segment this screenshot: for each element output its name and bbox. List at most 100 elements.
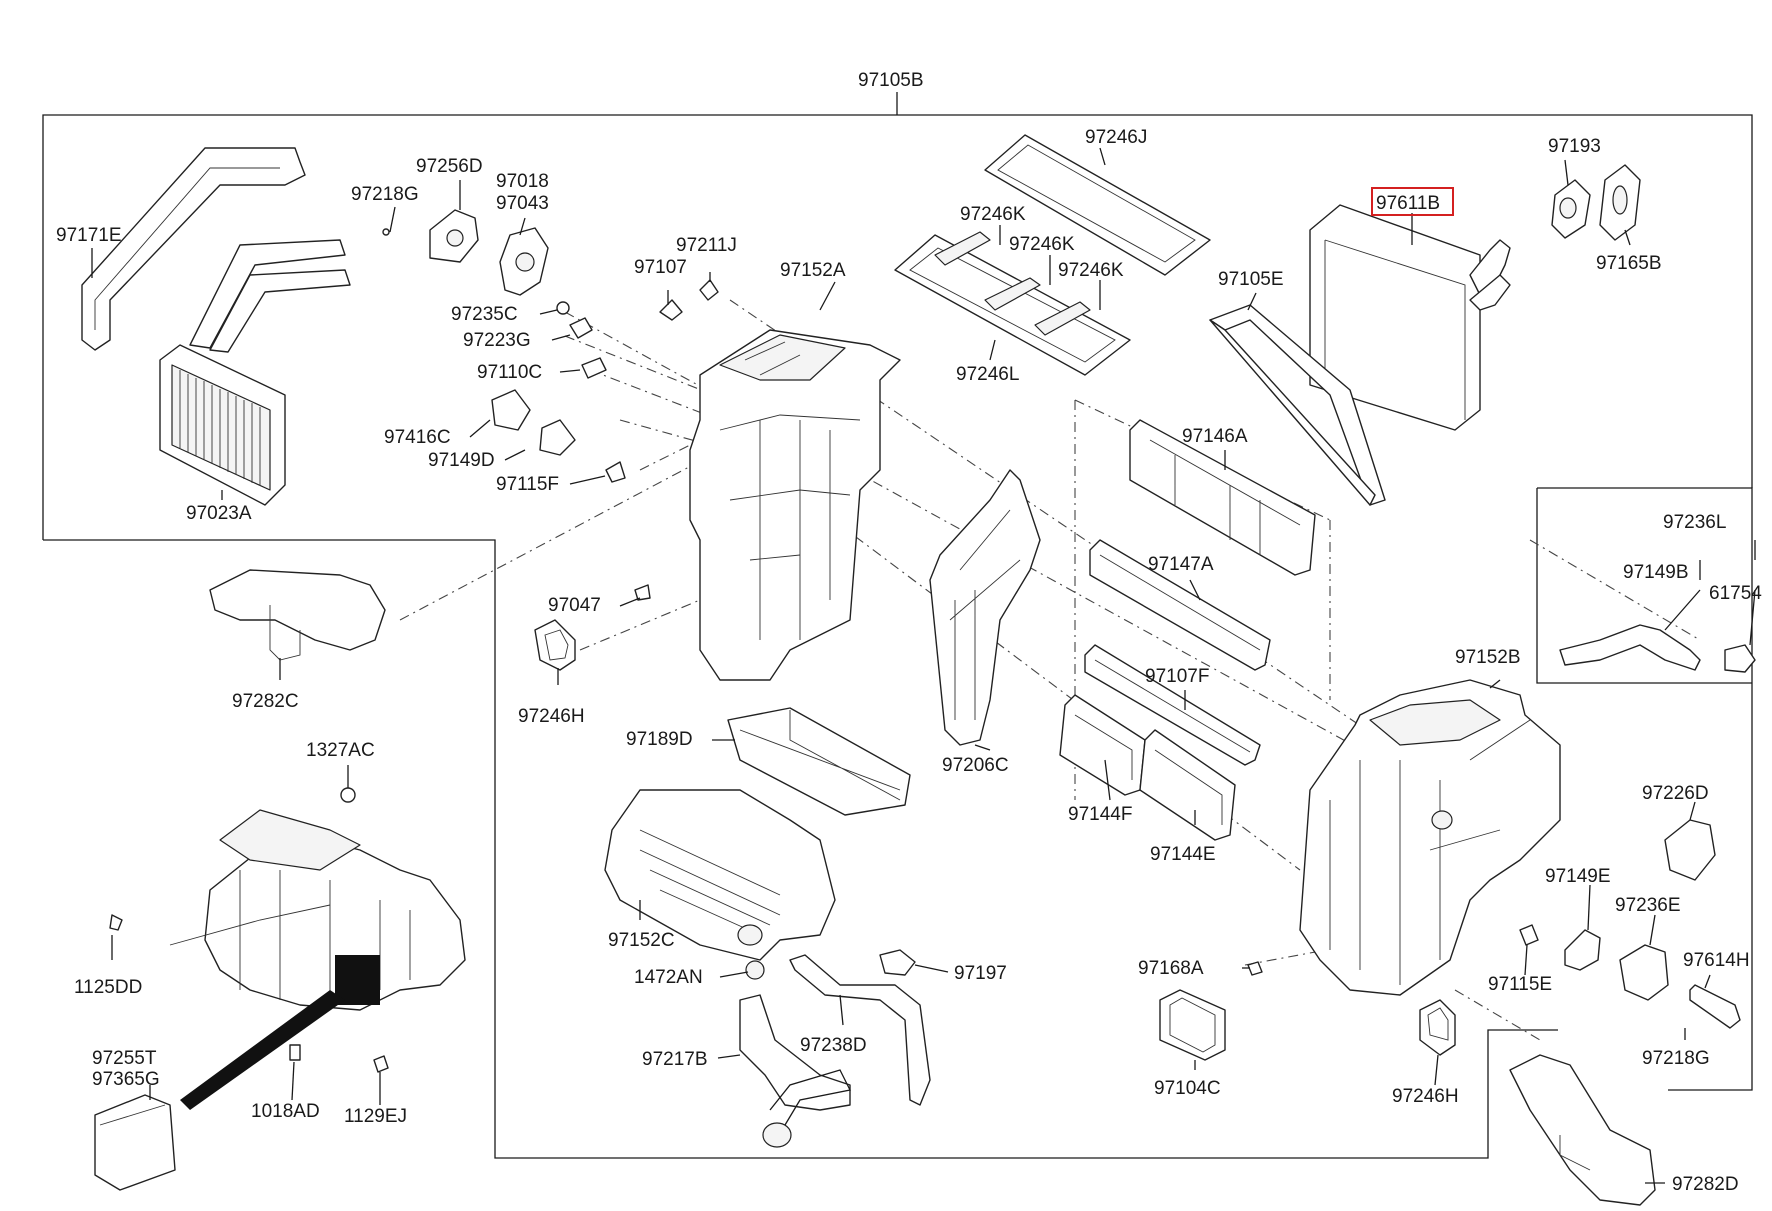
label-97238d: 97238D (800, 1035, 867, 1056)
part-97236l-hose (1559, 624, 1756, 673)
label-1125dd: 1125DD (74, 977, 142, 998)
part-97144e-door (1139, 729, 1236, 841)
label-97246h-left: 97246H (518, 706, 585, 727)
label-97282c: 97282C (232, 691, 299, 712)
part-97193-seal (1551, 179, 1591, 239)
part-97206c-partition (929, 469, 1041, 746)
part-97152a-case-left (689, 329, 901, 681)
label-97107: 97107 (634, 257, 687, 278)
part-97246l-filter-frame (894, 231, 1131, 376)
label-1472an: 1472AN (634, 967, 703, 988)
part-97149e-lever (1564, 929, 1601, 971)
part-97105e-gasket (1209, 304, 1386, 506)
part-97152b-case-right (1299, 679, 1561, 996)
label-97256d: 97256D (416, 156, 483, 177)
label-97235c: 97235C (451, 304, 518, 325)
label-97246k-2: 97246K (1009, 234, 1075, 255)
label-97152b: 97152B (1455, 647, 1521, 668)
label-97149e: 97149E (1545, 866, 1611, 887)
label-97152a: 97152A (780, 260, 846, 281)
part-97107f-door (1084, 644, 1261, 766)
label-97144f: 97144F (1068, 804, 1132, 825)
explosion-guides (399, 299, 1701, 1041)
label-97197: 97197 (954, 963, 1007, 984)
part-97611b-evaporator (1309, 204, 1511, 431)
part-hoses-lower (739, 954, 931, 1148)
label-97110c: 97110C (477, 362, 542, 383)
label-97144e: 97144E (1150, 844, 1216, 865)
part-97165b-seal (1599, 164, 1641, 241)
part-97246h-seal-left (534, 619, 576, 671)
part-small-clips-top (382, 228, 719, 601)
label-97018: 97018 (496, 171, 549, 192)
part-97171e-heater-pipes (81, 147, 351, 353)
label-97104c: 97104C (1154, 1078, 1221, 1099)
part-97152c-blower-case (604, 789, 836, 961)
label-97365g: 97365G (92, 1069, 160, 1090)
label-97147a: 97147A (1148, 554, 1214, 575)
part-assembly-inset (109, 787, 466, 1110)
label-97206c: 97206C (942, 755, 1009, 776)
label-97246l: 97246L (956, 364, 1019, 385)
label-1129ej: 1129EJ (344, 1106, 407, 1127)
part-labels: 97105B 97171E 97218G 97256D 97018 97043 … (56, 70, 1762, 1195)
part-97023a-heater-core (159, 344, 286, 506)
label-97152c: 97152C (608, 930, 675, 951)
part-97255t-module (94, 1094, 176, 1191)
assembly-frame (42, 92, 1753, 1159)
label-97255t: 97255T (92, 1048, 157, 1069)
label-61754: 61754 (1709, 583, 1762, 604)
label-97211j: 97211J (676, 235, 737, 256)
part-97146a-door (1129, 419, 1316, 576)
label-97282d: 97282D (1672, 1174, 1739, 1195)
leader-lines (91, 147, 1756, 1184)
label-97416c: 97416C (384, 427, 451, 448)
label-97149d: 97149D (428, 450, 495, 471)
label-97165b: 97165B (1596, 253, 1662, 274)
part-97282d-duct (1509, 1054, 1656, 1206)
label-97171e: 97171E (56, 225, 122, 246)
label-97236l: 97236L (1663, 512, 1726, 533)
label-97614h: 97614H (1683, 950, 1750, 971)
label-97105e: 97105E (1218, 269, 1284, 290)
label-97023a: 97023A (186, 503, 252, 524)
label-97115e: 97115E (1488, 974, 1552, 995)
part-97197-grommet (879, 949, 916, 976)
label-97149b: 97149B (1623, 562, 1689, 583)
label-1018ad: 1018AD (251, 1101, 320, 1122)
label-97218g-top: 97218G (351, 184, 419, 205)
part-97115e-clip (1519, 924, 1539, 946)
label-97246h-right: 97246H (1392, 1086, 1459, 1107)
part-97282c-duct (209, 569, 386, 661)
label-97223g: 97223G (463, 330, 531, 351)
part-97144f-door (1059, 694, 1146, 796)
label-97146a: 97146A (1182, 426, 1248, 447)
label-97236e: 97236E (1615, 895, 1681, 916)
part-97236e-actuator (1619, 944, 1669, 1001)
label-97115f: 97115F (496, 474, 559, 495)
label-97189d: 97189D (626, 729, 693, 750)
label-97168a: 97168A (1138, 958, 1204, 979)
label-97246k-3: 97246K (1058, 260, 1124, 281)
part-97614h-sensor (1689, 984, 1741, 1029)
label-97217b: 97217B (642, 1049, 708, 1070)
part-97147a-door (1089, 539, 1271, 671)
label-97226d: 97226D (1642, 783, 1709, 804)
part-97018-door-lever (499, 227, 549, 296)
label-97611b: 97611B (1376, 193, 1440, 214)
part-97168a-clip (1247, 961, 1263, 976)
part-97246j-filter (984, 134, 1211, 276)
label-97107f: 97107F (1145, 666, 1209, 687)
label-97047: 97047 (548, 595, 601, 616)
label-97105b: 97105B (858, 70, 924, 91)
label-97246j: 97246J (1085, 127, 1147, 148)
highlight-box-97611b (1371, 187, 1454, 216)
label-97043: 97043 (496, 193, 549, 214)
label-97193: 97193 (1548, 136, 1601, 157)
part-97189d-tray (727, 707, 911, 816)
label-97218g-bottom: 97218G (1642, 1048, 1710, 1069)
part-97226d-actuator (1664, 819, 1716, 881)
part-97104c-seal (1159, 989, 1226, 1061)
label-1327ac: 1327AC (306, 740, 375, 761)
